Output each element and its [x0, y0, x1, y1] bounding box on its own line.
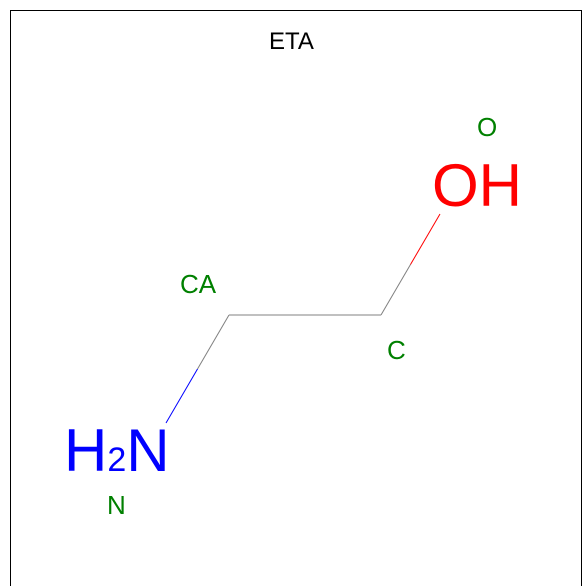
bond-c-o [380, 213, 441, 316]
atom-name-ca: CA [180, 269, 217, 299]
diagram-frame [10, 10, 582, 586]
nitrogen-subscript: 2 [107, 441, 126, 479]
atom-name-o: O [477, 112, 497, 142]
atom-name-c: C [387, 335, 406, 365]
nitrogen-h-symbol: H [64, 417, 107, 484]
oxygen-element-symbol: OH [432, 152, 522, 219]
nitrogen-element-symbol: H2N [64, 417, 170, 484]
atom-name-n: N [107, 490, 126, 520]
molecule-title: ETA [269, 28, 314, 55]
nitrogen-n-symbol: N [126, 417, 169, 484]
bond-n-ca [165, 314, 230, 424]
